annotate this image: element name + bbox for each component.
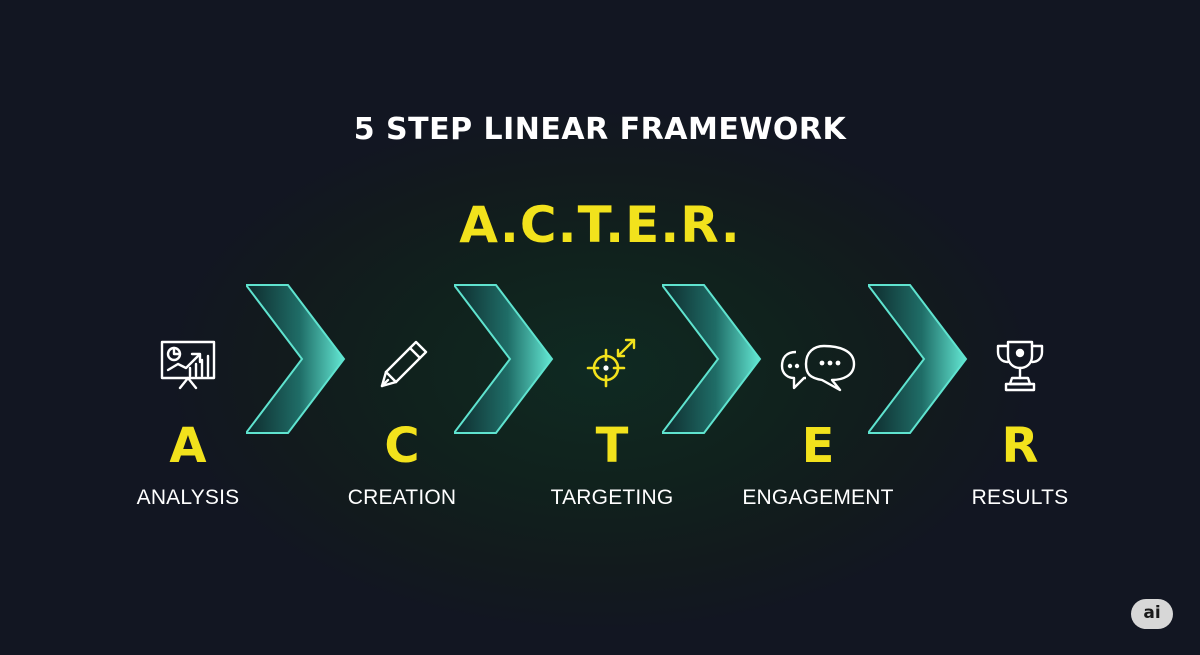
step-letter: T: [595, 418, 629, 474]
flow-chevron-1: [246, 284, 346, 434]
step-letter: A: [169, 418, 207, 474]
pen-icon: [380, 340, 428, 388]
analytics-chart-icon: [160, 340, 216, 390]
step-letter: R: [1001, 418, 1039, 474]
step-label: ENGAGEMENT: [742, 486, 894, 509]
step-letter: C: [384, 418, 420, 474]
flow-chevron-4: [868, 284, 968, 434]
page-title: A.C.T.E.R.: [459, 196, 741, 254]
chat-bubbles-icon: [780, 344, 856, 392]
step-label: RESULTS: [971, 486, 1069, 509]
target-crosshair-icon: [586, 338, 636, 388]
flow-chevron-2: [454, 284, 554, 434]
step-letter: E: [801, 418, 835, 474]
ai-badge: ai: [1131, 599, 1173, 629]
step-label: CREATION: [347, 486, 457, 509]
step-label: TARGETING: [550, 486, 674, 509]
flow-chevron-3: [662, 284, 762, 434]
step-label: ANALYSIS: [136, 486, 240, 509]
page-subtitle: 5 STEP LINEAR FRAMEWORK: [353, 112, 847, 147]
trophy-icon: [996, 340, 1044, 392]
